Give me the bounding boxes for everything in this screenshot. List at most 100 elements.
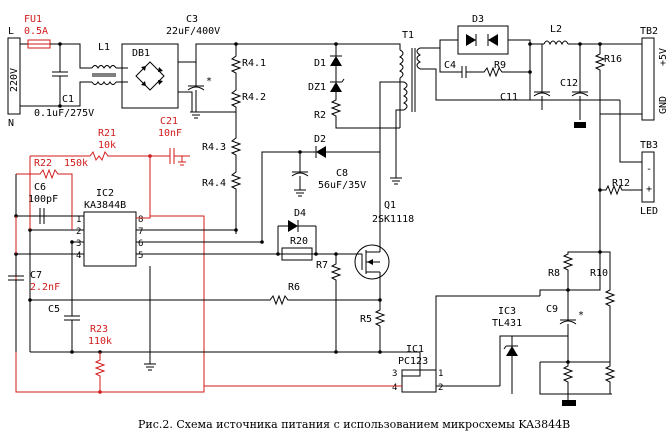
snubber-d1-dz1-r2: D1 DZ1 R2 (308, 44, 400, 129)
q1-value: 2SK1118 (372, 214, 414, 225)
fu1-label: FU1 (24, 14, 42, 25)
resistor-r22: R22 150k (16, 158, 88, 230)
c9-label: C9 (546, 304, 558, 315)
r5-label: R5 (360, 314, 372, 325)
db1-label: DB1 (132, 48, 150, 59)
figure-caption: Рис.2. Схема источника питания с использ… (138, 418, 570, 431)
r8-label: R8 (548, 268, 560, 279)
q1-label: Q1 (384, 200, 396, 211)
resistor-chain-r4: R4.1 R4.2 R4.3 R4.4 (202, 44, 266, 234)
ic2-pin-5: 5 (138, 251, 143, 261)
ic2-pin-7: 7 (138, 227, 143, 237)
c9-polarity: * (578, 310, 584, 321)
c6-value: 100pF (28, 194, 58, 205)
l2-label: L2 (550, 24, 562, 35)
capacitor-c9: * C9 (546, 290, 584, 340)
l1-label: L1 (98, 42, 110, 53)
ic1-label: IC1 (406, 344, 424, 355)
ic3-value: TL431 (492, 318, 522, 329)
c3-value: 22uF/400V (166, 26, 220, 37)
r21-value: 10k (98, 140, 116, 151)
r16-label: R16 (604, 54, 622, 65)
ic2-pin-6: 6 (138, 239, 143, 249)
ic2-pin-1: 1 (76, 215, 81, 225)
capacitor-c6: C6 100pF (28, 182, 72, 224)
r44-label: R4.4 (202, 178, 226, 189)
c3-polarity: * (206, 76, 212, 87)
c1-label: C1 (62, 94, 74, 105)
resistor-r16: R16 (594, 44, 642, 115)
rectifier-d3: D3 (439, 14, 544, 55)
r22-value: 150k (64, 158, 88, 169)
r12-label: R12 (612, 178, 630, 189)
fuse-fu1: FU1 0.5A (24, 14, 51, 49)
tb3-minus-label: - (646, 164, 652, 175)
capacitor-c12: C12 (560, 44, 589, 128)
c3-label: C3 (186, 14, 198, 25)
r23-label: R23 (90, 324, 108, 335)
ic1-pin-3: 3 (392, 369, 397, 379)
gate-d4-r20: D4 R20 (277, 208, 317, 261)
r22-label: R22 (34, 158, 52, 169)
ic2-pin-3: 3 (76, 239, 81, 249)
capacitor-c7: C7 2.2nF (8, 254, 60, 352)
r6-label: R6 (288, 282, 300, 293)
r9-label: R9 (494, 60, 506, 71)
c21-value: 10nF (158, 128, 182, 139)
input-terminal: L N 220V (7, 26, 21, 129)
tb2-label: TB2 (640, 26, 658, 37)
r2-label: R2 (314, 110, 326, 121)
tb2-gnd-label: GND (658, 96, 669, 114)
terminal-n-label: N (8, 118, 14, 129)
r20-label: R20 (290, 236, 308, 247)
ic1-value: PC123 (398, 356, 428, 367)
tb3-label: TB3 (640, 140, 658, 151)
capacitor-c3: * C3 22uF/400V (166, 14, 220, 119)
c6-label: C6 (34, 182, 46, 193)
c5-label: C5 (48, 304, 60, 315)
r41-label: R4.1 (242, 58, 266, 69)
terminal-l-label: L (8, 26, 14, 37)
c21-label: C21 (160, 116, 178, 127)
resistor-r10: R10 (590, 251, 616, 340)
ic3-label: IC3 (498, 306, 516, 317)
d2-label: D2 (314, 134, 326, 145)
ic2-pin-8: 8 (138, 215, 143, 225)
terminal-voltage-label: 220V (9, 68, 20, 92)
resistor-r12: R12 (599, 114, 642, 196)
ic1-pin-1: 1 (438, 369, 443, 379)
c1-value: 0.1uF/275V (34, 108, 94, 119)
feedback-r21-c21: R21 10k C21 10nF (30, 116, 190, 166)
optocoupler-ic1: IC1 PC123 3 4 1 2 (392, 344, 443, 393)
c4-label: C4 (444, 60, 456, 71)
tb3-led-label: LED (640, 206, 658, 217)
r21-label: R21 (98, 128, 116, 139)
resistor-r23: R23 110k (88, 324, 112, 394)
ground-bar (562, 400, 576, 406)
r7-label: R7 (316, 260, 328, 271)
c7-value: 2.2nF (30, 282, 60, 293)
bridge-rectifier-db1: DB1 (121, 43, 179, 109)
ic2-ka3844b: IC2 KA3844B 1 2 3 4 8 7 6 5 (76, 188, 143, 267)
c8-label: C8 (336, 168, 348, 179)
capacitor-c1: C1 0.1uF/275V (34, 42, 94, 119)
c7-label: C7 (30, 270, 42, 281)
resistor-r6: R6 (28, 282, 382, 306)
resistor-r5: R5 (360, 300, 386, 352)
capacitor-c5: C5 (48, 242, 80, 352)
snubber-c4-r9: C4 R9 (439, 48, 532, 78)
ic2-pin-4: 4 (76, 251, 81, 261)
resistor-r7: R7 (316, 252, 342, 352)
dz1-label: DZ1 (308, 82, 326, 93)
shunt-regulator-ic3: IC3 TL431 (492, 306, 522, 394)
ic1-pin-2: 2 (438, 383, 443, 393)
diode-d2: D2 (300, 134, 380, 158)
c12-label: C12 (560, 78, 578, 89)
tb3-plus-label: + (646, 184, 652, 195)
d1-label: D1 (314, 58, 326, 69)
capacitor-c11: C11 (500, 44, 551, 110)
tb2-plus5v-label: +5V (658, 48, 669, 66)
r43-label: R4.3 (202, 142, 226, 153)
